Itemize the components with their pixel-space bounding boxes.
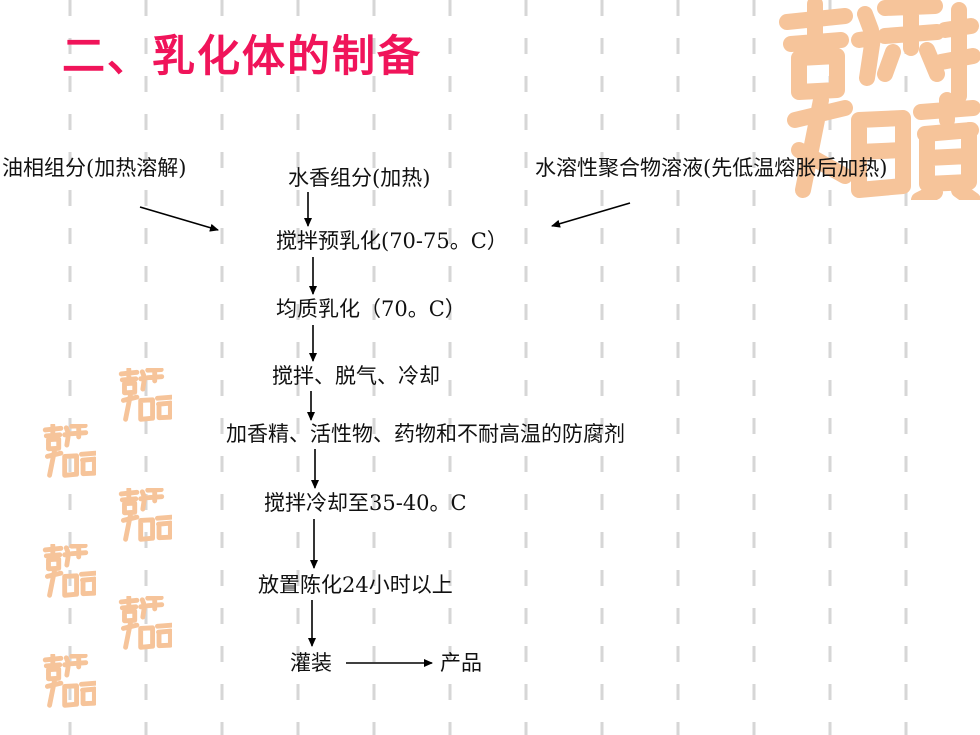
arrow-oil-to-premix: [139, 206, 219, 232]
decorative-seal-small: [118, 368, 172, 422]
node-stir-degas-cool: 搅拌、脱气、冷却: [272, 364, 440, 388]
node-aging: 放置陈化24小时以上: [258, 573, 453, 597]
arrow-polymer-to-premix: [551, 202, 631, 228]
decorative-seal-small: [118, 596, 172, 650]
decorative-seal-small: [118, 488, 172, 542]
decorative-seal-small: [42, 654, 96, 708]
decorative-seal-small: [42, 544, 96, 598]
node-oil-phase: 油相组分(加热溶解): [2, 156, 187, 180]
slide-title: 二、乳化体的制备: [62, 32, 422, 82]
node-homogenize: 均质乳化（70。C）: [276, 297, 466, 321]
node-add-ingredients: 加香精、活性物、药物和不耐高温的防腐剂: [226, 422, 625, 446]
node-polymer-solution: 水溶性聚合物溶液(先低温熔胀后加热): [535, 156, 888, 180]
node-water-phase: 水香组分(加热): [288, 166, 431, 190]
node-premix: 搅拌预乳化(70-75。C）: [276, 229, 508, 253]
node-fill: 灌装: [290, 651, 332, 675]
node-stir-cool: 搅拌冷却至35-40。C: [264, 491, 467, 515]
decorative-seal-large: [779, 0, 980, 200]
decorative-seal-small: [42, 424, 96, 478]
node-product: 产品: [440, 651, 482, 675]
